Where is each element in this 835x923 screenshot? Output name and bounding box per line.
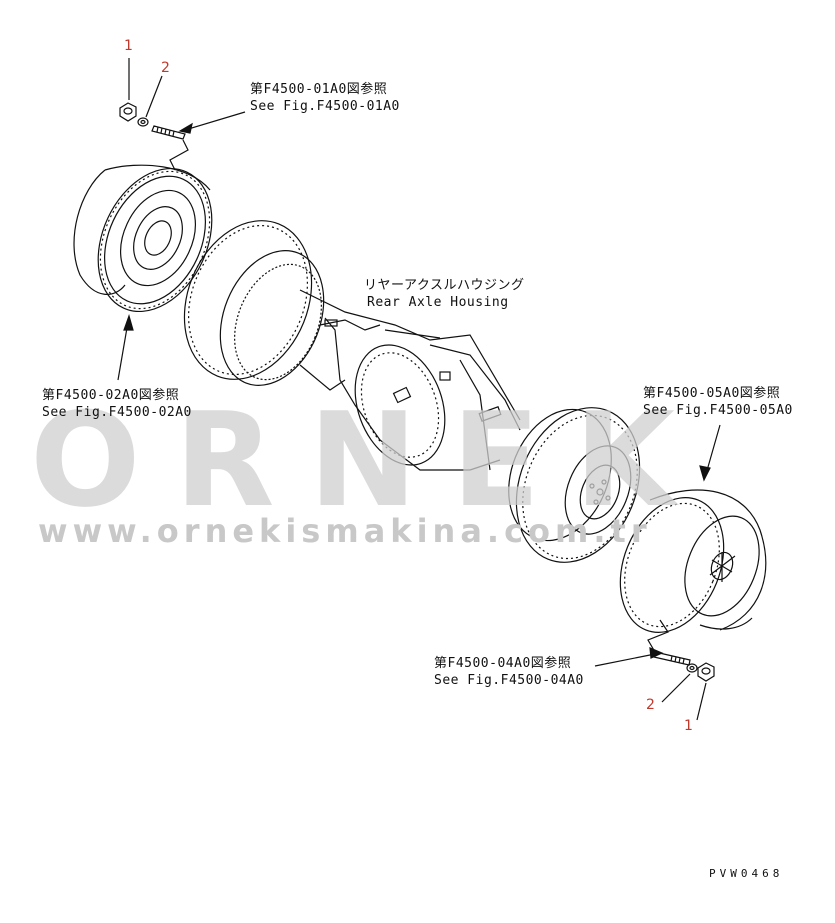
housing-jp: リヤーアクスルハウジング [364, 278, 525, 293]
ref-01-en: See Fig.F4500-01A0 [250, 99, 400, 114]
rear-axle-housing [183, 220, 641, 563]
watermark-brand: ORNEK [30, 405, 709, 515]
ref-05-jp: 第F4500-05A0図参照 [643, 386, 781, 401]
top-stud [151, 125, 186, 140]
ref-05-en: See Fig.F4500-05A0 [643, 403, 793, 418]
callout-bottom-1: 1 [684, 718, 693, 734]
ref-04-jp: 第F4500-04A0図参照 [434, 656, 572, 671]
left-brake-drum [73, 164, 213, 313]
right-brake-drum [619, 489, 767, 633]
callout-top-2: 2 [161, 60, 170, 76]
callout-bottom-2: 2 [646, 697, 655, 713]
watermark-logo: ORNEK [30, 405, 709, 515]
ref-02-en: See Fig.F4500-02A0 [42, 405, 192, 420]
ref-04-en: See Fig.F4500-04A0 [434, 673, 584, 688]
bottom-washer [686, 663, 698, 673]
ref-01-jp: 第F4500-01A0図参照 [250, 82, 388, 97]
top-nut [119, 102, 137, 122]
top-washer [137, 117, 149, 127]
watermark-url: www.ornekismakina.com.tr [38, 512, 652, 550]
housing-en: Rear Axle Housing [367, 295, 509, 310]
callout-top-1: 1 [124, 38, 133, 54]
ref-02-jp: 第F4500-02A0図参照 [42, 388, 180, 403]
bottom-nut [697, 662, 715, 682]
drawing-code: PVW0468 [709, 867, 784, 880]
